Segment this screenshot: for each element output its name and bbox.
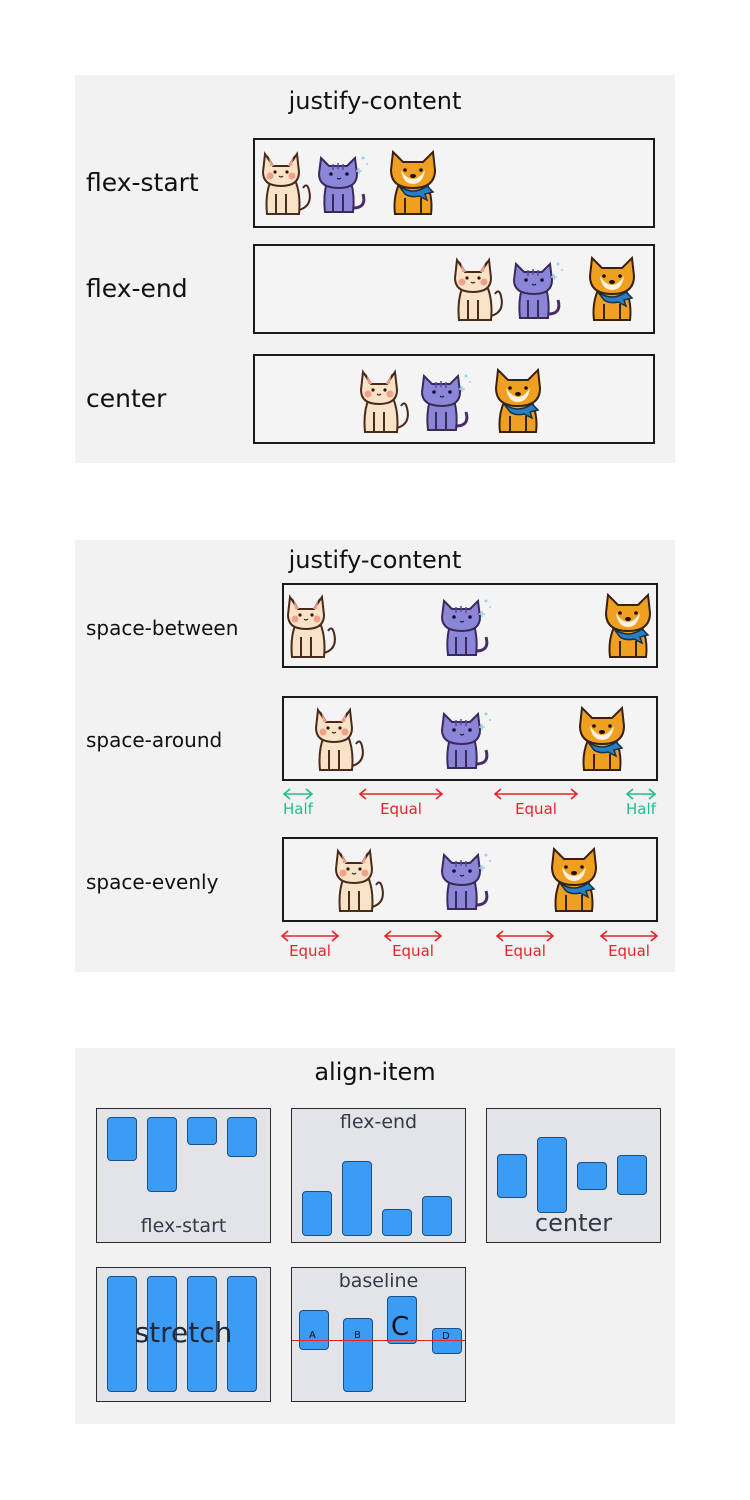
flex-item	[107, 1276, 137, 1392]
purple-cat-icon	[512, 261, 563, 319]
baseline-letter: C	[391, 1312, 410, 1342]
flex-item	[617, 1155, 647, 1195]
align-flex-start-box: flex-start	[96, 1108, 271, 1243]
shiba-dog-icon	[578, 705, 626, 771]
flex-item	[147, 1276, 177, 1392]
cream-cat-icon	[261, 151, 311, 215]
purple-cat-icon	[440, 852, 491, 910]
flex-item	[342, 1161, 372, 1236]
equal-arrow	[599, 930, 659, 942]
shiba-dog-icon	[550, 846, 598, 912]
box-label: center	[534, 1209, 613, 1237]
box-label: flex-start	[140, 1215, 227, 1237]
half-label: Half	[283, 800, 313, 818]
purple-cat-icon	[317, 155, 368, 213]
row-label-flex-start: flex-start	[86, 168, 199, 197]
shiba-dog-icon	[389, 149, 437, 215]
cream-cat-icon	[453, 257, 503, 321]
flex-item	[187, 1117, 217, 1145]
equal-label: Equal	[392, 942, 434, 960]
flex-item	[577, 1162, 607, 1190]
half-arrow	[282, 788, 314, 800]
space-evenly-container	[282, 837, 658, 922]
flex-item	[107, 1117, 137, 1161]
space-around-container	[282, 696, 658, 781]
align-baseline-box: baseline A B C D	[291, 1267, 466, 1402]
flex-item	[299, 1310, 329, 1350]
box-label: flex-end	[339, 1111, 418, 1133]
justify-content-panel-1: justify-content flex-start flex-end	[75, 75, 675, 463]
equal-arrow	[358, 788, 444, 800]
baseline-line	[292, 1340, 465, 1341]
purple-cat-icon	[440, 598, 491, 656]
panel-title: align-item	[314, 1058, 436, 1086]
flex-item	[537, 1137, 567, 1213]
row-label-center: center	[86, 384, 167, 413]
flex-item	[147, 1117, 177, 1192]
row-label-space-evenly: space-evenly	[86, 870, 219, 894]
row-label-flex-end: flex-end	[86, 274, 188, 303]
cream-cat-icon	[314, 707, 364, 771]
purple-cat-icon	[420, 373, 471, 431]
space-between-container	[282, 583, 658, 668]
row-label-space-around: space-around	[86, 728, 223, 752]
equal-label: Equal	[289, 942, 331, 960]
equal-label: Equal	[504, 942, 546, 960]
flex-item	[343, 1318, 373, 1392]
justify-content-panel-2: justify-content space-between space-arou…	[75, 540, 675, 972]
flex-item	[497, 1154, 527, 1198]
flex-item	[302, 1191, 332, 1236]
half-label: Half	[626, 800, 656, 818]
align-flex-end-box: flex-end	[291, 1108, 466, 1243]
row-label-space-between: space-between	[86, 616, 239, 640]
cream-cat-icon	[359, 369, 409, 433]
flex-item	[382, 1209, 412, 1236]
equal-arrow	[493, 788, 579, 800]
flex-item	[432, 1328, 462, 1354]
panel-title: justify-content	[288, 546, 462, 574]
box-label: stretch	[134, 1316, 233, 1349]
center-container	[253, 354, 655, 444]
flex-item	[387, 1296, 417, 1344]
cream-cat-icon	[286, 594, 336, 658]
equal-label: Equal	[515, 800, 557, 818]
flex-end-container	[253, 244, 655, 334]
flex-item	[227, 1276, 257, 1392]
cream-cat-icon	[334, 848, 384, 912]
panel-title: justify-content	[288, 87, 462, 115]
shiba-dog-icon	[604, 592, 652, 658]
flex-item	[227, 1117, 257, 1157]
box-label: baseline	[338, 1270, 419, 1292]
baseline-letter: D	[442, 1331, 450, 1342]
equal-arrow	[280, 930, 340, 942]
align-stretch-box: stretch	[96, 1267, 271, 1402]
equal-label: Equal	[380, 800, 422, 818]
equal-arrow	[495, 930, 555, 942]
align-item-panel: align-item flex-start flex-end center st…	[75, 1048, 675, 1424]
baseline-letter: B	[354, 1330, 361, 1341]
flex-start-container	[253, 138, 655, 228]
half-arrow	[625, 788, 657, 800]
flex-item	[422, 1196, 452, 1236]
shiba-dog-icon	[494, 367, 542, 433]
equal-label: Equal	[608, 942, 650, 960]
baseline-letter: A	[309, 1330, 316, 1341]
equal-arrow	[383, 930, 443, 942]
shiba-dog-icon	[588, 255, 636, 321]
flex-item	[187, 1276, 217, 1392]
align-center-box: center	[486, 1108, 661, 1243]
purple-cat-icon	[440, 711, 491, 769]
